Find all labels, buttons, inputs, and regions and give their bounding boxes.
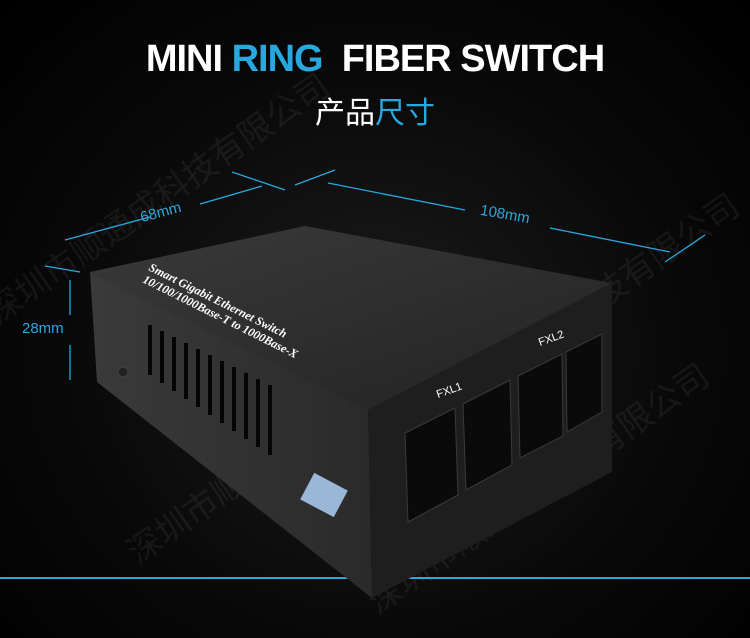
page-subtitle: 产品尺寸 [315,96,435,131]
screw-icon [117,366,129,378]
sticker [300,472,348,518]
device-top-face [90,226,612,410]
page-title: MINI RING FIBER SWITCH [145,38,605,80]
vent-slots [148,325,272,455]
height-dimension: 28mm [22,320,64,337]
fiber-ports [404,333,603,523]
